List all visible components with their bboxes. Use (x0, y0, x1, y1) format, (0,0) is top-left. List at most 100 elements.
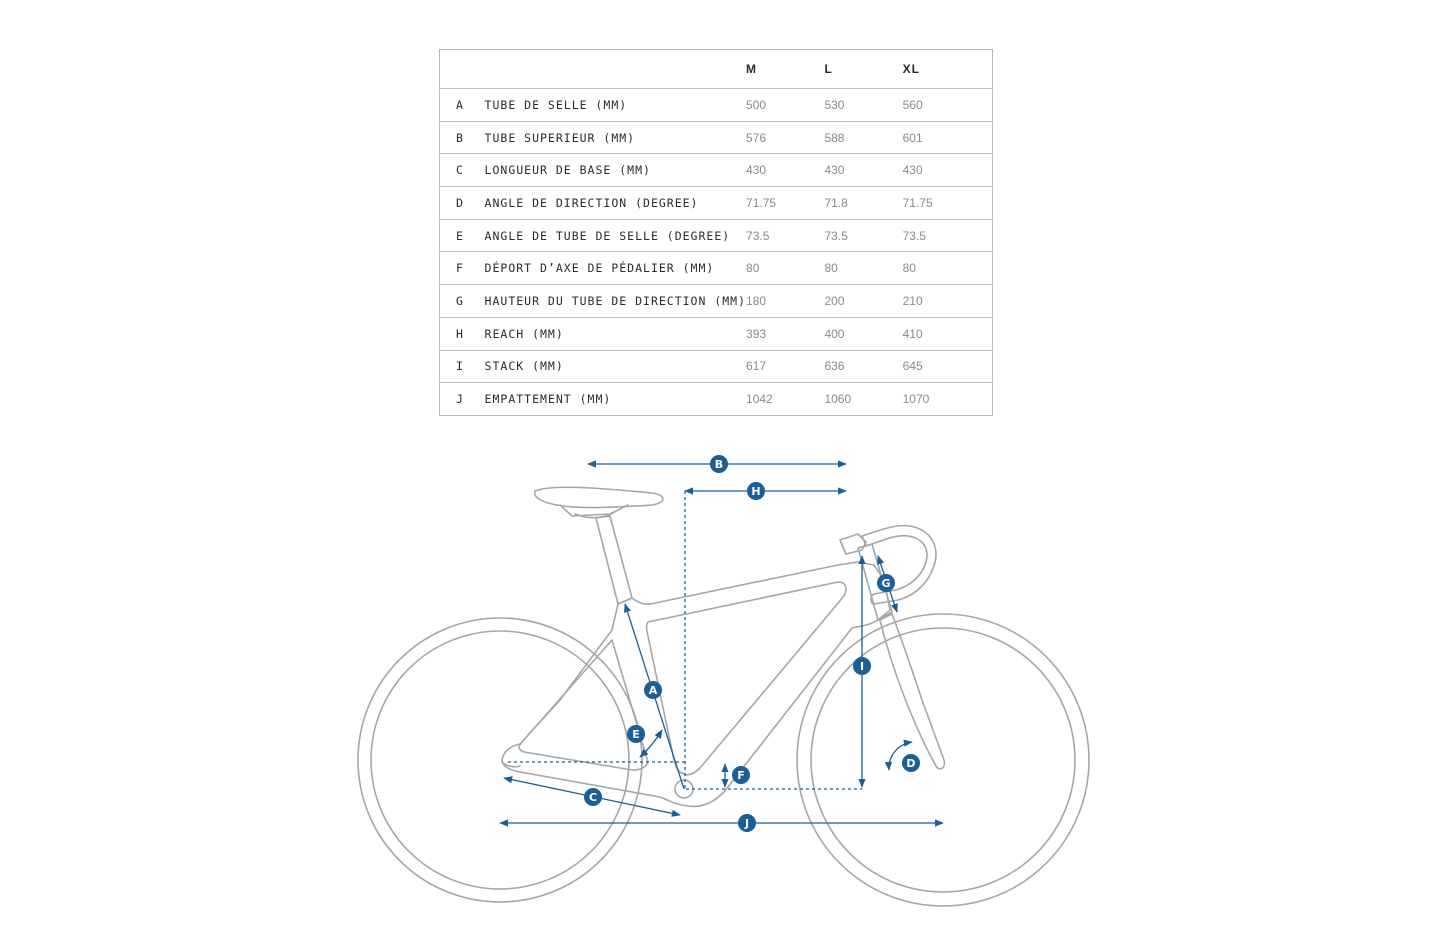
row-value-l: 530 (824, 97, 845, 112)
table-row: H REACH (MM) 393 400 410 (439, 317, 993, 350)
row-value-m: 576 (746, 130, 767, 145)
row-label: ANGLE DE TUBE DE SELLE (DEGREE) (484, 228, 731, 243)
row-value-l: 80 (824, 261, 838, 276)
row-key: J (456, 392, 464, 407)
main-triangle-inner (645, 581, 847, 776)
seatpost (595, 515, 633, 605)
row-key: I (456, 359, 464, 374)
row-value-xl: 410 (902, 326, 923, 341)
measure-label-c: C (584, 788, 602, 806)
row-value-m: 500 (746, 97, 767, 112)
size-header-xl: XL (902, 62, 920, 76)
table-row: J EMPATTEMENT (MM) 1042 1060 1070 (440, 383, 993, 416)
measure-label-e: E (627, 725, 645, 743)
row-value-xl: 601 (902, 130, 923, 145)
fork (879, 613, 946, 770)
row-value-xl: 73.5 (902, 228, 926, 243)
rear-tire (357, 617, 643, 903)
row-value-l: 636 (824, 359, 845, 374)
measure-label-b: B (710, 455, 728, 473)
row-label: TUBE DE SELLE (MM) (484, 97, 628, 112)
row-key: H (456, 326, 464, 341)
row-value-m: 73.5 (746, 228, 770, 243)
measure-label-a: A (644, 681, 662, 699)
row-key: B (456, 130, 464, 145)
table-header-row: M L XL (439, 50, 993, 89)
frame-outer (501, 561, 891, 808)
row-label: REACH (MM) (484, 326, 564, 341)
front-tire (796, 613, 1090, 907)
table-row: D ANGLE DE DIRECTION (DEGREE) 71.75 71.8… (439, 187, 993, 220)
row-value-m: 393 (746, 326, 767, 341)
row-value-l: 430 (824, 163, 845, 178)
size-header-l: L (824, 62, 833, 76)
row-value-l: 1060 (824, 392, 852, 407)
row-value-xl: 80 (902, 261, 916, 276)
label-c-text: C (589, 791, 597, 804)
measure-label-f: F (732, 766, 750, 784)
label-f-text: F (737, 769, 745, 782)
measure-label-j: J (738, 814, 756, 832)
measure-e-arc (639, 729, 663, 758)
measurement-lines (499, 460, 944, 827)
label-a-text: A (649, 684, 658, 697)
measure-label-g: G (877, 574, 895, 592)
row-value-l: 588 (824, 130, 845, 145)
row-label: LONGUEUR DE BASE (MM) (484, 163, 651, 178)
label-b-text: B (715, 458, 723, 471)
row-value-m: 430 (746, 163, 767, 178)
table-row: F DÉPORT D’AXE DE PÉDALIER (MM) 80 80 80 (439, 252, 993, 285)
row-value-xl: 210 (902, 293, 923, 308)
row-value-xl: 1070 (902, 392, 930, 407)
row-value-l: 400 (824, 326, 845, 341)
rear-dropout (501, 761, 521, 768)
measure-d-arc (884, 739, 913, 771)
label-j-text: J (744, 817, 749, 830)
bike-outline (357, 486, 1090, 907)
label-h-text: H (751, 485, 760, 498)
row-key: G (456, 293, 464, 308)
row-value-xl: 560 (902, 97, 923, 112)
table-row: E ANGLE DE TUBE DE SELLE (DEGREE) 73.5 7… (439, 219, 993, 252)
label-d-text: D (906, 757, 915, 770)
row-value-m: 180 (746, 293, 767, 308)
row-key: E (456, 228, 464, 243)
row-value-m: 1042 (746, 392, 773, 407)
row-value-m: 80 (746, 261, 760, 276)
row-value-xl: 430 (902, 163, 923, 178)
row-key: A (456, 97, 464, 112)
measure-label-h: H (747, 482, 765, 500)
label-e-text: E (632, 728, 640, 741)
saddle (533, 486, 664, 509)
row-value-m: 617 (746, 359, 767, 374)
row-key: F (456, 261, 464, 276)
row-value-l: 200 (824, 293, 845, 308)
row-key: C (456, 163, 464, 178)
rear-triangle-inner (518, 639, 649, 771)
row-label: TUBE SUPERIEUR (MM) (484, 130, 636, 145)
label-i-text: I (860, 660, 864, 673)
saddle-rails (559, 504, 629, 517)
row-value-l: 73.5 (824, 228, 848, 243)
row-label: ANGLE DE DIRECTION (DEGREE) (484, 195, 699, 210)
row-value-m: 71.75 (746, 195, 777, 210)
label-g-text: G (881, 577, 890, 590)
row-label: HAUTEUR DU TUBE DE DIRECTION (MM) (484, 293, 747, 308)
measure-label-i: I (853, 657, 871, 675)
row-value-l: 71.8 (824, 195, 848, 210)
row-key: D (456, 195, 464, 210)
table-row: I STACK (MM) 617 636 645 (439, 350, 993, 383)
table-row: G HAUTEUR DU TUBE DE DIRECTION (MM) 180 … (439, 285, 993, 318)
size-header-m: M (746, 62, 758, 76)
measure-label-d: D (902, 754, 920, 772)
table-row: A TUBE DE SELLE (MM) 500 530 560 (439, 89, 993, 122)
stem (839, 533, 867, 555)
row-label: EMPATTEMENT (MM) (484, 392, 612, 407)
row-value-xl: 645 (902, 359, 923, 374)
handlebar (861, 524, 937, 605)
row-value-xl: 71.75 (902, 195, 933, 210)
row-label: DÉPORT D’AXE DE PÉDALIER (MM) (484, 261, 715, 276)
rear-rim (370, 630, 630, 890)
row-label: STACK (MM) (484, 359, 564, 374)
